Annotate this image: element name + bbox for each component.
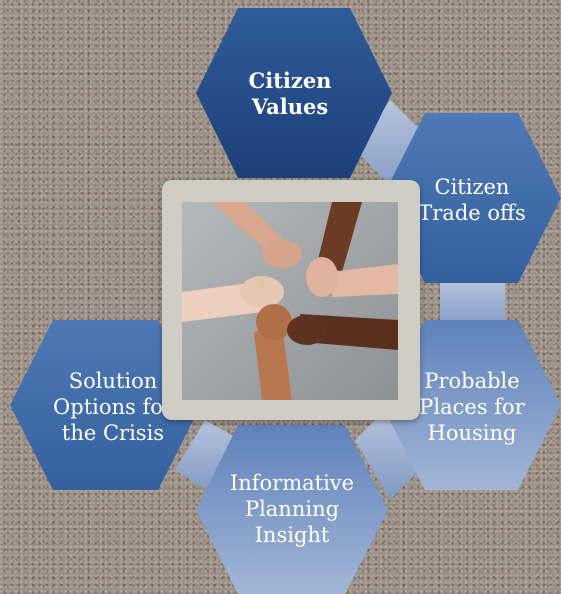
center-photo-frame [162, 180, 420, 420]
connector-informative-solution [175, 420, 240, 495]
hex-probable-places [382, 320, 561, 490]
hex-citizen-trade-offs [382, 113, 561, 283]
label-solution-options: Solution Options for the Crisis [53, 369, 173, 445]
label-citizen-trade-offs: Citizen Trade offs [418, 175, 526, 225]
label-informative-planning: Informative Planning Insight [229, 471, 355, 547]
label-citizen-values: Citizen Values [248, 68, 332, 119]
hands-joined-photo [182, 202, 398, 400]
connector-places-informative [355, 410, 420, 500]
hex-citizen-values [196, 8, 392, 178]
connector-tradeoffs-places [440, 280, 505, 330]
hex-solution-options [10, 320, 201, 490]
label-probable-places: Probable Places for Housing [419, 369, 525, 445]
hex-informative-planning [196, 425, 388, 594]
